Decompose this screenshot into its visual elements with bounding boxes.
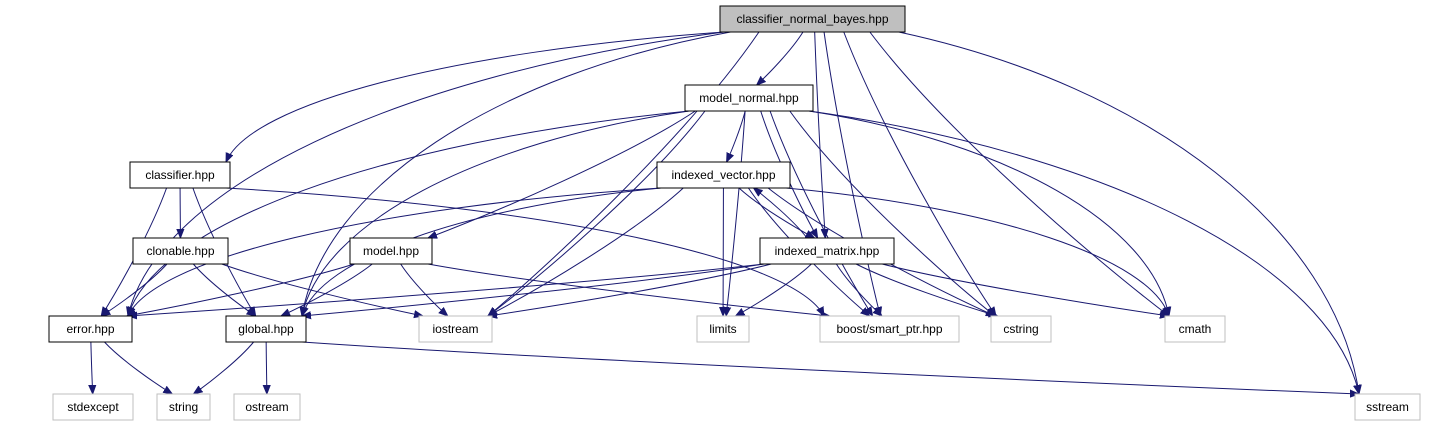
edge-model-to-iostream: [400, 263, 448, 316]
edge-indexed-matrix-to-indexed-vector: [754, 188, 808, 239]
edge-classifier-normal-bayes-to-classifier: [226, 31, 725, 162]
edge-classifier-normal-bayes-to-model-normal: [757, 31, 804, 85]
node-indexed-vector[interactable]: indexed_vector.hpp: [656, 161, 791, 189]
node-stdexcept: stdexcept: [52, 393, 134, 421]
node-label: model.hpp: [363, 244, 419, 258]
node-box: [48, 315, 133, 343]
node-box: [129, 161, 231, 189]
node-label: model_normal.hpp: [699, 91, 799, 105]
node-box: [684, 84, 814, 112]
node-label: string: [169, 400, 198, 414]
node-label: clonable.hpp: [146, 244, 214, 258]
node-box: [156, 393, 211, 421]
edge-indexed-vector-to-cmath: [785, 187, 1169, 316]
node-cmath: cmath: [1164, 315, 1226, 343]
edge-model-normal-to-sstream: [808, 110, 1359, 394]
node-cstring: cstring: [990, 315, 1052, 343]
node-label: indexed_vector.hpp: [671, 168, 775, 182]
node-limits: limits: [696, 315, 750, 343]
edge-classifier-normal-bayes-to-cmath: [869, 31, 1169, 316]
edge-clonable-to-global: [192, 263, 255, 316]
node-box: [418, 315, 493, 343]
node-box: [1164, 315, 1226, 343]
edge-classifier-normal-bayes-to-iostream: [488, 31, 760, 316]
node-label: classifier_normal_bayes.hpp: [736, 12, 888, 26]
edge-clonable-to-iostream: [221, 263, 423, 316]
node-indexed-matrix[interactable]: indexed_matrix.hpp: [759, 237, 895, 265]
node-box: [759, 237, 895, 265]
edge-clonable-to-error: [101, 263, 168, 316]
node-label: stdexcept: [67, 400, 119, 414]
edge-model-to-global: [281, 263, 373, 316]
edge-model-normal-to-cmath: [808, 110, 1169, 316]
node-label: sstream: [1366, 400, 1409, 414]
edge-model-to-error: [127, 263, 355, 316]
node-box: [349, 237, 433, 265]
node-label: global.hpp: [238, 322, 294, 336]
edge-classifier-normal-bayes-to-cstring: [843, 31, 996, 316]
node-label: indexed_matrix.hpp: [775, 244, 880, 258]
node-ostream: ostream: [233, 393, 301, 421]
edge-model-normal-to-limits: [726, 110, 746, 316]
edge-error-to-string: [104, 341, 172, 394]
node-label: cstring: [1003, 322, 1038, 336]
node-box: [819, 315, 960, 343]
edge-model-normal-to-indexed-vector: [727, 110, 746, 162]
edge-classifier-to-boost-smart-ptr: [225, 187, 824, 316]
node-box: [990, 315, 1052, 343]
edge-indexed-vector-to-iostream: [488, 187, 684, 316]
node-box: [656, 161, 791, 189]
node-label: error.hpp: [66, 322, 114, 336]
node-label: ostream: [245, 400, 288, 414]
edge-classifier-normal-bayes-to-sstream: [898, 31, 1359, 394]
edge-model-normal-to-model: [428, 110, 696, 238]
edge-classifier-normal-bayes-to-boost-smart-ptr: [823, 31, 880, 316]
node-box: [233, 393, 301, 421]
node-box: [719, 5, 906, 33]
node-label: boost/smart_ptr.hpp: [836, 322, 942, 336]
node-label: cmath: [1179, 322, 1212, 336]
node-clonable[interactable]: clonable.hpp: [132, 237, 229, 265]
node-iostream: iostream: [418, 315, 493, 343]
edge-indexed-matrix-to-cmath: [882, 263, 1169, 316]
node-box: [52, 393, 134, 421]
edge-indexed-matrix-to-limits: [735, 263, 812, 316]
node-label: limits: [709, 322, 736, 336]
edge-classifier-normal-bayes-to-indexed-matrix: [814, 31, 826, 238]
edge-global-to-sstream: [301, 341, 1359, 394]
edge-model-to-boost-smart-ptr: [427, 263, 830, 316]
edge-indexed-matrix-to-global: [302, 263, 765, 316]
node-classifier-normal-bayes[interactable]: classifier_normal_bayes.hpp: [719, 5, 906, 33]
node-boost-smart-ptr: boost/smart_ptr.hpp: [819, 315, 960, 343]
node-classifier[interactable]: classifier.hpp: [129, 161, 231, 189]
node-box: [1354, 393, 1421, 421]
edge-indexed-matrix-to-boost-smart-ptr: [835, 263, 882, 316]
node-box: [225, 315, 307, 343]
nodes-layer: classifier_normal_bayes.hpp model_normal.…: [48, 5, 1421, 421]
edge-indexed-matrix-to-error: [128, 263, 765, 316]
edge-indexed-matrix-to-cstring: [855, 263, 998, 316]
edge-global-to-ostream: [266, 341, 267, 394]
node-label: iostream: [432, 322, 478, 336]
edge-error-to-stdexcept: [91, 341, 93, 394]
node-error[interactable]: error.hpp: [48, 315, 133, 343]
edge-indexed-vector-to-error: [128, 187, 662, 316]
node-label: classifier.hpp: [145, 168, 215, 182]
node-sstream: sstream: [1354, 393, 1421, 421]
edge-global-to-string: [193, 341, 255, 394]
node-string: string: [156, 393, 211, 421]
edge-indexed-vector-to-indexed-matrix: [738, 187, 815, 238]
edge-model-normal-to-iostream: [488, 110, 706, 316]
edge-model-normal-to-global: [302, 110, 690, 316]
edge-classifier-normal-bayes-to-global: [302, 31, 731, 316]
edge-model-normal-to-error: [128, 110, 690, 316]
node-model[interactable]: model.hpp: [349, 237, 433, 265]
node-global[interactable]: global.hpp: [225, 315, 307, 343]
node-box: [696, 315, 750, 343]
node-box: [132, 237, 229, 265]
node-model-normal[interactable]: model_normal.hpp: [684, 84, 814, 112]
edge-model-normal-to-cstring: [789, 110, 995, 316]
